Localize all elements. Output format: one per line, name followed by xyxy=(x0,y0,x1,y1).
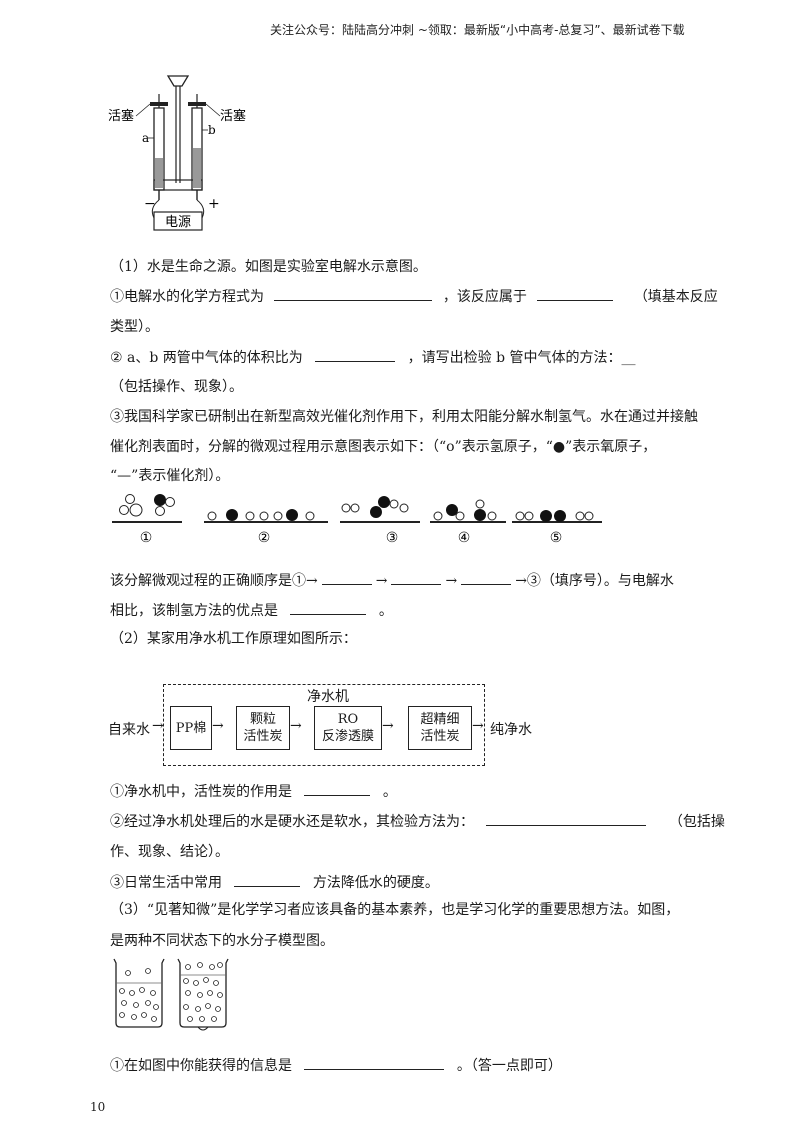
q2-sub2-line2: 作、现象、结论）。 xyxy=(110,844,229,860)
answer-blank[interactable] xyxy=(274,286,433,301)
tube-a-label: a xyxy=(142,131,149,145)
answer-blank[interactable] xyxy=(290,600,367,615)
left-stopcock-label: 活塞 xyxy=(108,108,134,124)
q3-line1: （3）“见著知微”是化学学习者应该具备的基本素养，也是学习化学的重要思想方法。如… xyxy=(110,902,680,918)
flow-arrow: → xyxy=(472,718,484,734)
right-stopcock-label: 活塞 xyxy=(220,108,246,124)
answer-blank[interactable] xyxy=(486,811,647,826)
stage-4: ④ xyxy=(430,499,506,546)
power-label: 电源 xyxy=(165,215,191,230)
svg-text:②: ② xyxy=(258,530,271,546)
stage-3: ③ xyxy=(340,496,420,546)
filter-pp-cotton: PP棉 xyxy=(170,706,212,750)
q1-sub3-line1: ③我国科学家已研制出在新型高效光催化剂作用下，利用太阳能分解水制氢气。水在通过并… xyxy=(110,409,698,425)
purifier-dashed-frame xyxy=(163,684,485,766)
flow-arrow: → xyxy=(290,718,302,734)
q3-line2: 是两种不同状态下的水分子模型图。 xyxy=(110,933,334,949)
filter-ultrafine-carbon: 超精细活性炭 xyxy=(408,706,472,750)
stage-5: ⑤ xyxy=(512,510,602,546)
q1-sub1-line1: ①电解水的化学方程式为 ，该反应属于 （填基本反应 xyxy=(110,286,718,306)
stage-1: ① xyxy=(112,494,182,546)
answer-blank[interactable] xyxy=(321,570,372,585)
flow-arrow: → xyxy=(212,718,224,734)
stage-2: ② xyxy=(204,509,328,546)
plus-sign: + xyxy=(208,196,220,212)
answer-blank[interactable] xyxy=(391,570,442,585)
svg-text:③: ③ xyxy=(386,530,399,546)
flow-output-label: 纯净水 xyxy=(490,722,532,738)
q1-intro: （1）水是生命之源。如图是实验室电解水示意图。 xyxy=(110,259,427,275)
answer-blank[interactable] xyxy=(537,286,614,301)
purifier-title: 净水机 xyxy=(307,689,349,705)
q2-sub2-line1: ②经过净水机处理后的水是硬水还是软水，其检验方法为： （包括操 xyxy=(110,811,725,831)
q2-sub3: ③日常生活中常用 方法降低水的硬度。 xyxy=(110,872,439,892)
answer-blank[interactable] xyxy=(315,347,396,362)
tube-b-label: b xyxy=(208,123,216,137)
q2-sub1: ①净水机中，活性炭的作用是 。 xyxy=(110,781,397,801)
filter-granular-carbon: 颗粒活性炭 xyxy=(236,706,290,750)
q1-sub3-line3: “—”表示催化剂）。 xyxy=(110,468,230,484)
answer-blank[interactable] xyxy=(304,1055,445,1070)
page-number: 10 xyxy=(90,1100,106,1114)
flow-input-label: 自来水 xyxy=(108,722,150,738)
q1-sub1-line2: 类型）。 xyxy=(110,319,159,335)
beaker-left xyxy=(113,958,165,1028)
answer-blank[interactable] xyxy=(234,872,301,887)
water-decomposition-process-diagram: ① ② ③ ④ ⑤ xyxy=(112,494,602,546)
answer-blank[interactable] xyxy=(461,570,512,585)
q1-sub3-line2: 催化剂表面时，分解的微观过程用示意图表示如下：（“o”表示氢原子，“●”表示氧原… xyxy=(110,439,657,455)
q2-intro: （2）某家用净水机工作原理如图所示： xyxy=(110,631,357,647)
svg-text:①: ① xyxy=(140,530,153,546)
flow-arrow: → xyxy=(382,718,394,734)
beaker-right xyxy=(177,958,229,1031)
svg-text:⑤: ⑤ xyxy=(550,530,563,546)
answer-blank[interactable] xyxy=(304,781,371,796)
flow-arrow: → xyxy=(152,718,164,734)
minus-sign: − xyxy=(144,196,156,212)
q1-advantage-line: 相比，该制氢方法的优点是 。 xyxy=(110,600,393,620)
svg-text:④: ④ xyxy=(458,530,471,546)
q3-sub1: ①在如图中你能获得的信息是 。（答一点即可） xyxy=(110,1055,562,1075)
q1-sub2-line1: ② a、b 两管中气体的体积比为 ，请写出检验 b 管中气体的方法：__ xyxy=(110,347,636,367)
q1-sub2-line2: （包括操作、现象）。 xyxy=(110,379,243,395)
water-molecule-beakers-figure xyxy=(113,958,229,1031)
electrolysis-apparatus-figure: 电源 − + 活塞 活塞 a b xyxy=(108,75,246,231)
q1-order-line: 该分解微观过程的正确顺序是①→→→→③（填序号）。与电解水 xyxy=(110,570,674,590)
page-header: 关注公众号：陆陆高分冲刺 ~领取：最新版“小中高考-总复习”、最新试卷下载 xyxy=(270,23,685,37)
